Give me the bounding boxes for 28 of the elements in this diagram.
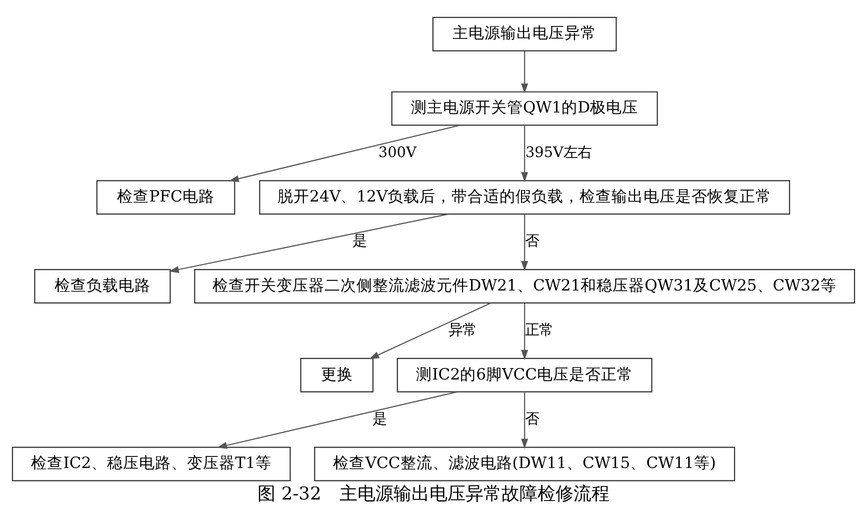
- node-box: 主电源输出电压异常: [432, 16, 617, 51]
- edge-label: 正常: [525, 322, 554, 338]
- edge-label: 395V左右: [525, 144, 592, 160]
- node-box: 测IC2的6脚VCC电压是否正常: [396, 357, 652, 392]
- node-box: 检查负载电路: [34, 268, 171, 303]
- edge-label: 否: [524, 233, 539, 250]
- node-box: 脱开24V、12V负载后，带合适的假负载，检查输出电压是否恢复正常: [259, 180, 790, 214]
- edge-label: 是: [352, 233, 367, 250]
- arrow: [521, 50, 528, 93]
- arrow: [369, 302, 491, 359]
- edge-label: 否: [524, 410, 539, 427]
- edge-label: 300V: [378, 144, 416, 160]
- arrow: [521, 214, 528, 271]
- edge-label: 是: [372, 410, 387, 427]
- arrow: [228, 124, 460, 182]
- node-box: 检查开关变压器二次侧整流滤波元件DW21、CW21和稳压器QW31及CW25、CW32等: [194, 268, 856, 303]
- arrow: [168, 213, 449, 272]
- node-box: 检查IC2、稳压电路、变压器T1等: [12, 446, 291, 481]
- caption: 图 2-32 主电源输出电压异常故障检修流程: [258, 484, 610, 504]
- node-box: 更换: [300, 357, 374, 392]
- node-box: 检查VCC整流、滤波电路(DW11、CW15、CW11等): [314, 446, 736, 481]
- arrow: [216, 390, 458, 448]
- arrow: [521, 125, 528, 182]
- node-box: 测主电源开关管QW1的D极电压: [391, 90, 658, 126]
- arrow: [521, 302, 528, 360]
- arrow: [521, 392, 528, 448]
- edge-label: 异常: [448, 322, 476, 338]
- node-box: 检查PFC电路: [96, 180, 236, 214]
